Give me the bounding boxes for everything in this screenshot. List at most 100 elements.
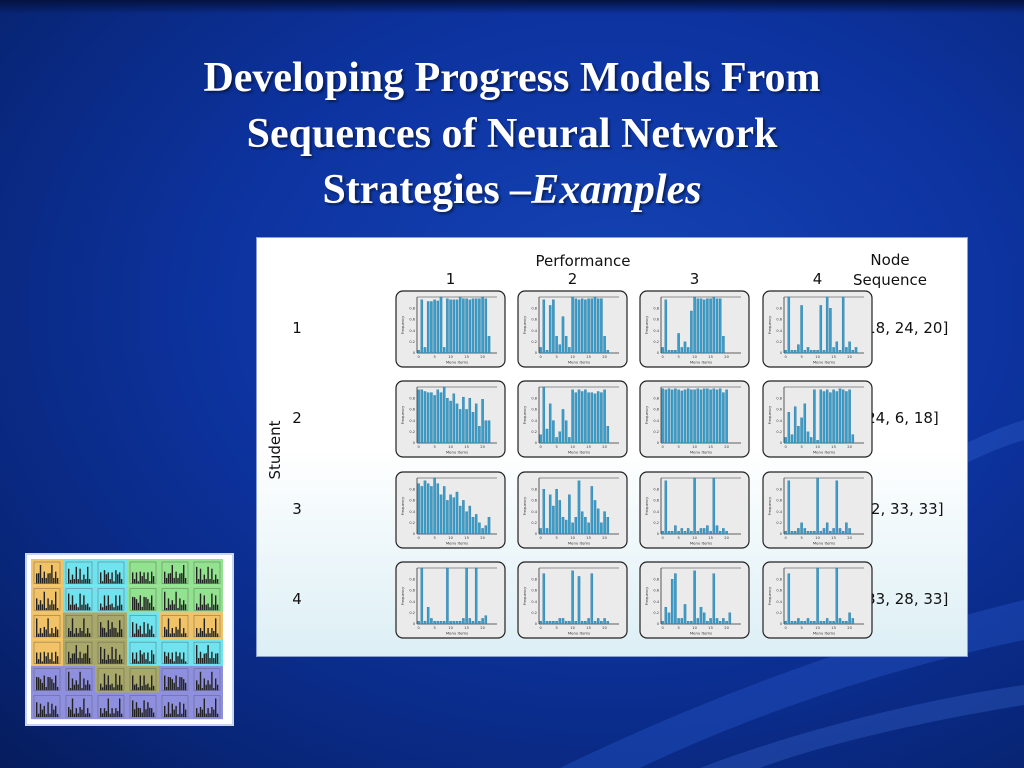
panel-xtick: 15: [586, 626, 591, 630]
histogram-bar: [677, 618, 680, 625]
thumbnail-bar: [49, 573, 51, 584]
histogram-bar: [670, 579, 674, 625]
thumbnail-bar: [152, 576, 155, 584]
thumbnail-bar: [181, 677, 183, 691]
histogram-bar: [462, 396, 465, 444]
histogram-bar: [558, 431, 562, 444]
thumbnail-mini-frame: [161, 615, 189, 638]
thumbnail-bar: [36, 598, 38, 611]
panel-frame: [517, 471, 628, 549]
panel-xtick: 20: [602, 536, 607, 540]
panel-xtick: 10: [815, 355, 820, 359]
histogram-bar: [803, 350, 807, 354]
thumbnail-bar: [81, 688, 83, 691]
thumbnail-bar: [71, 653, 74, 664]
thumbnail-bar: [68, 671, 70, 691]
thumbnail-bar: [119, 654, 121, 664]
thumbnail-bar: [137, 661, 140, 664]
thumbnail-bar: [141, 633, 143, 637]
thumbnail-bar: [119, 698, 121, 717]
panel-ytick: 0.6: [409, 589, 415, 593]
thumbnail-cell: [159, 665, 191, 693]
histogram-bar: [661, 347, 664, 354]
histogram-bar: [430, 392, 433, 444]
panel-xtick: 20: [724, 355, 729, 359]
thumbnail-cell: [95, 585, 127, 613]
histogram-bar: [667, 612, 671, 625]
thumbnail-bar: [81, 658, 83, 664]
panel-xtick: 5: [433, 536, 435, 540]
histogram-bar: [593, 500, 597, 535]
histogram-bar: [593, 621, 597, 625]
histogram-bar: [699, 298, 703, 354]
histogram-bar: [462, 618, 465, 625]
histogram-bar: [790, 434, 794, 444]
thumbnail-bar: [139, 650, 141, 664]
histogram-bar: [835, 567, 839, 625]
histogram-bar: [693, 477, 696, 535]
thumbnail-mini-frame: [97, 641, 125, 664]
panel-xtick: 15: [831, 355, 836, 359]
thumbnail-bar: [175, 591, 177, 611]
thumbnail-bar: [119, 572, 121, 584]
histogram-bar: [825, 522, 829, 535]
panel-xtick: 0: [539, 445, 542, 449]
thumbnail-bar: [175, 675, 177, 691]
histogram-bar: [683, 531, 687, 535]
thumbnail-cell: [159, 692, 191, 720]
thumbnail-bar: [115, 595, 117, 611]
panel-ytick: 0.8: [653, 577, 659, 581]
histogram-bar: [784, 621, 787, 625]
thumbnail-bar: [181, 659, 183, 664]
thumbnail-bar: [196, 628, 198, 637]
histogram-bar: [709, 389, 712, 444]
thumbnail-bar: [107, 620, 109, 637]
thumbnail-bar: [45, 607, 47, 611]
thumbnail-bar: [73, 604, 76, 611]
histogram-bar: [848, 528, 851, 535]
histogram-bar: [677, 389, 680, 444]
thumbnail-bar: [36, 676, 38, 691]
thumbnail-bar: [147, 599, 149, 611]
histogram-bar: [816, 440, 819, 444]
histogram-bar: [813, 531, 816, 535]
panel-xlabel: Menu Items: [446, 450, 468, 455]
thumbnail-cell: [127, 692, 159, 720]
histogram-bar: [690, 531, 693, 535]
thumbnail-mini-frame: [129, 668, 157, 691]
panel-xtick: 15: [464, 626, 469, 630]
performance-label: Performance: [535, 252, 630, 270]
histogram-bar: [706, 298, 709, 354]
histogram-bar: [593, 393, 597, 444]
histogram-bar: [568, 437, 571, 444]
thumbnail-bar: [37, 633, 40, 637]
histogram-bar: [571, 389, 574, 444]
histogram-bar: [825, 618, 829, 625]
histogram-bar: [484, 615, 488, 625]
thumbnail-bar: [179, 573, 181, 584]
panel-ytick: 0: [413, 351, 415, 355]
thumbnail-bar: [73, 713, 76, 717]
thumbnail-bar: [77, 713, 79, 717]
thumbnail-bar: [151, 625, 153, 637]
thumbnail-bar: [55, 675, 57, 691]
thumbnail-bar: [107, 675, 109, 691]
thumbnail-bar: [75, 628, 77, 637]
thumbnail-mini-frame: [129, 615, 157, 638]
thumbnail-bar: [143, 700, 145, 717]
histogram-bar: [558, 618, 562, 625]
thumbnail-bar: [83, 574, 85, 584]
thumbnail-bar: [196, 708, 198, 717]
thumbnail-bar: [143, 596, 145, 611]
thumbnail-bar: [184, 709, 187, 717]
thumbnail-bar: [211, 651, 213, 664]
panel-ytick: 0.2: [776, 430, 782, 434]
thumbnail-bar: [203, 618, 205, 637]
thumbnail-cell: [63, 612, 95, 640]
thumbnail-mini-frame: [193, 695, 221, 718]
thumbnail-bar: [88, 658, 91, 664]
panel-ylabel: Frequency: [768, 315, 772, 334]
histogram-bar: [468, 398, 472, 444]
